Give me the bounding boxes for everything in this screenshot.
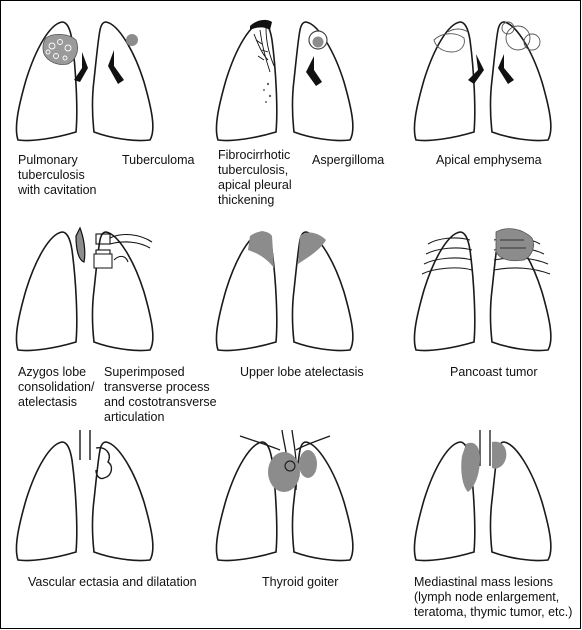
tracheal-ring (284, 460, 296, 472)
caption-tuberculoma: Tuberculoma (122, 153, 195, 167)
hilar-vessels (468, 54, 514, 84)
mediastinal-mass-left (492, 441, 507, 469)
panel-pancoast-tumor (413, 228, 552, 352)
cavity-texture (45, 39, 72, 61)
azygos-lobe-consolidation (75, 226, 86, 263)
thyroid-goiter-lobe (299, 450, 317, 478)
caption-pulmonary-tb-cavitation: Pulmonary tuberculosis with cavitation (18, 153, 97, 197)
lung-outline (413, 21, 552, 142)
lung-outline (15, 441, 154, 562)
thyroid-goiter-mass (268, 452, 300, 492)
emphysematous-bullae (433, 21, 541, 53)
panel-fibrocirrhotic-aspergilloma (215, 19, 354, 142)
caption-thyroid-goiter: Thyroid goiter (262, 575, 339, 589)
caption-fibrocirrhotic-tb: Fibrocirrhotic tuberculosis, apical pleu… (218, 148, 292, 207)
caption-apical-emphysema: Apical emphysema (436, 153, 542, 167)
lung-outline (413, 441, 552, 562)
pancoast-tumor-mass (495, 228, 534, 262)
vertebral-body (93, 253, 113, 269)
caption-mediastinal-mass: Mediastinal mass lesions (lymph node enl… (414, 575, 573, 619)
panel-apical-emphysema (413, 21, 552, 142)
panel-mediastinal-mass (413, 430, 552, 562)
rib-destruction (500, 239, 526, 249)
fibrotic-strands (253, 27, 275, 73)
apical-pleural-thickening (250, 19, 272, 30)
panel-upper-lobe-atelectasis (215, 231, 354, 352)
right-upper-lobe-atelectasis (248, 231, 274, 268)
mediastinal-mass-right (461, 442, 480, 492)
tuberculoma-nodule (126, 34, 138, 46)
aspergilloma-fungus-ball (312, 36, 324, 48)
hilar-vessels (306, 56, 322, 86)
caption-aspergilloma: Aspergilloma (312, 153, 385, 167)
caption-upper-lobe-atelectasis: Upper lobe atelectasis (240, 365, 364, 379)
caption-vascular-ectasia: Vascular ectasia and dilatation (28, 575, 197, 589)
trachea (479, 430, 491, 466)
panel-vascular-ectasia (15, 430, 154, 562)
caption-transverse-process: Superimposed transverse process and cost… (104, 365, 217, 424)
panel-tb-cavitation-tuberculoma (15, 21, 154, 142)
trachea (79, 430, 91, 460)
cavitation-lesion (42, 34, 78, 65)
panel-thyroid-goiter (215, 429, 354, 562)
caption-azygos-lobe: Azygos lobe consolidation/ atelectasis (18, 365, 95, 409)
dilated-aorta (95, 447, 113, 480)
left-upper-lobe-atelectasis (298, 232, 326, 264)
hilar-vessels (74, 50, 124, 84)
caption-pancoast-tumor: Pancoast tumor (450, 365, 538, 379)
lung-outline (215, 21, 354, 142)
panel-azygos-transverse-process (15, 226, 154, 352)
calcified-foci (263, 82, 272, 103)
lung-outline (215, 231, 354, 352)
